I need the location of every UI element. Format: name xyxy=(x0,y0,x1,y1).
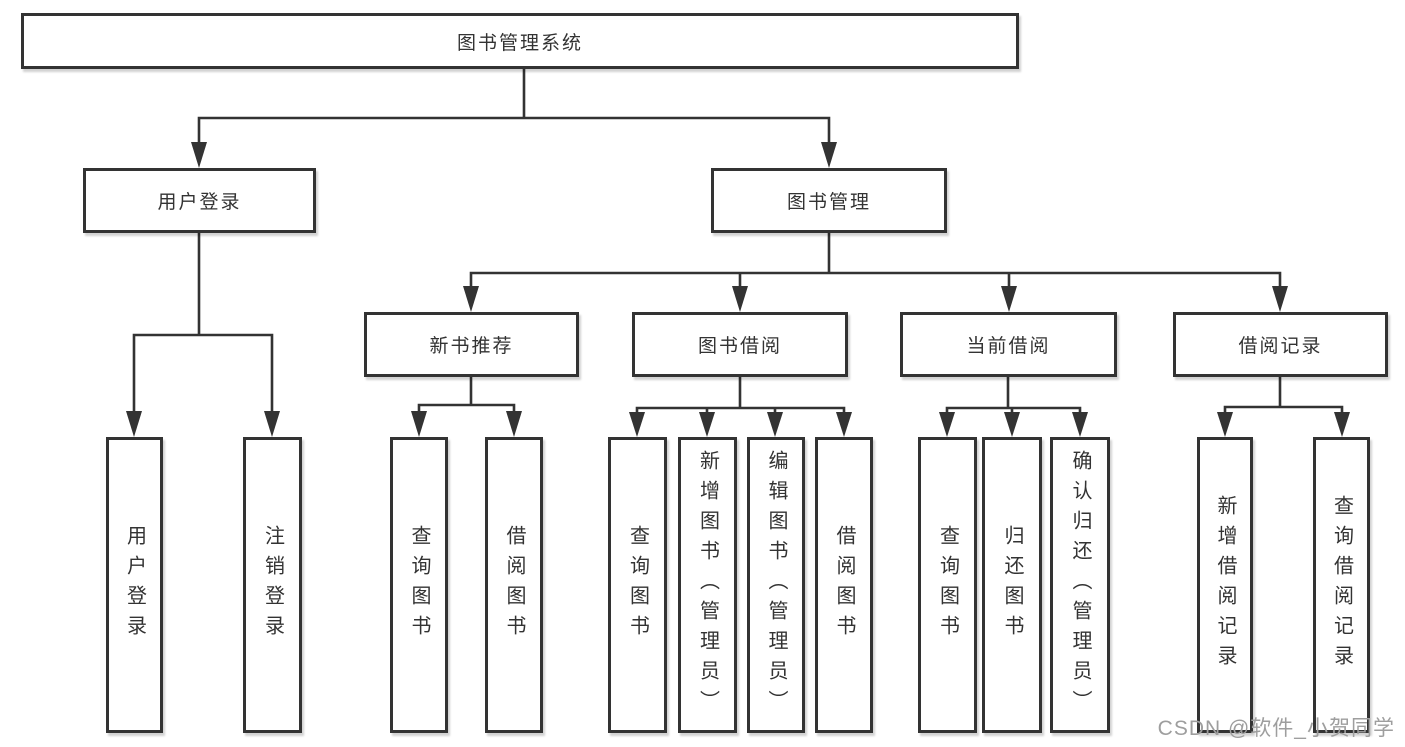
node-user-login: 用户登录 xyxy=(83,168,316,233)
leaf-borrow-borrow-books: 借阅图书 xyxy=(815,437,873,733)
leaf-user-login: 用户登录 xyxy=(106,437,163,733)
leaf-current-query-books: 查询图书 xyxy=(918,437,977,733)
leaf-current-confirm-return-admin: 确认归还（管理员） xyxy=(1050,437,1110,733)
leaf-current-return-books: 归还图书 xyxy=(982,437,1042,733)
leaf-recommend-query-books: 查询图书 xyxy=(390,437,448,733)
leaf-records-query-record: 查询借阅记录 xyxy=(1313,437,1370,733)
leaf-borrow-add-books-admin: 新增图书（管理员） xyxy=(678,437,737,733)
node-current-borrow: 当前借阅 xyxy=(900,312,1117,377)
leaf-records-add-record: 新增借阅记录 xyxy=(1197,437,1253,733)
leaf-borrow-query-books: 查询图书 xyxy=(608,437,667,733)
node-library-system: 图书管理系统 xyxy=(21,13,1019,69)
node-borrow-records: 借阅记录 xyxy=(1173,312,1388,377)
csdn-watermark: CSDN @软件_小贺同学 xyxy=(1157,717,1395,740)
leaf-borrow-edit-books-admin: 编辑图书（管理员） xyxy=(747,437,805,733)
node-book-borrow: 图书借阅 xyxy=(632,312,848,377)
node-book-management: 图书管理 xyxy=(711,168,947,233)
node-new-book-recommend: 新书推荐 xyxy=(364,312,579,377)
leaf-recommend-borrow-books: 借阅图书 xyxy=(485,437,543,733)
leaf-logout: 注销登录 xyxy=(243,437,302,733)
